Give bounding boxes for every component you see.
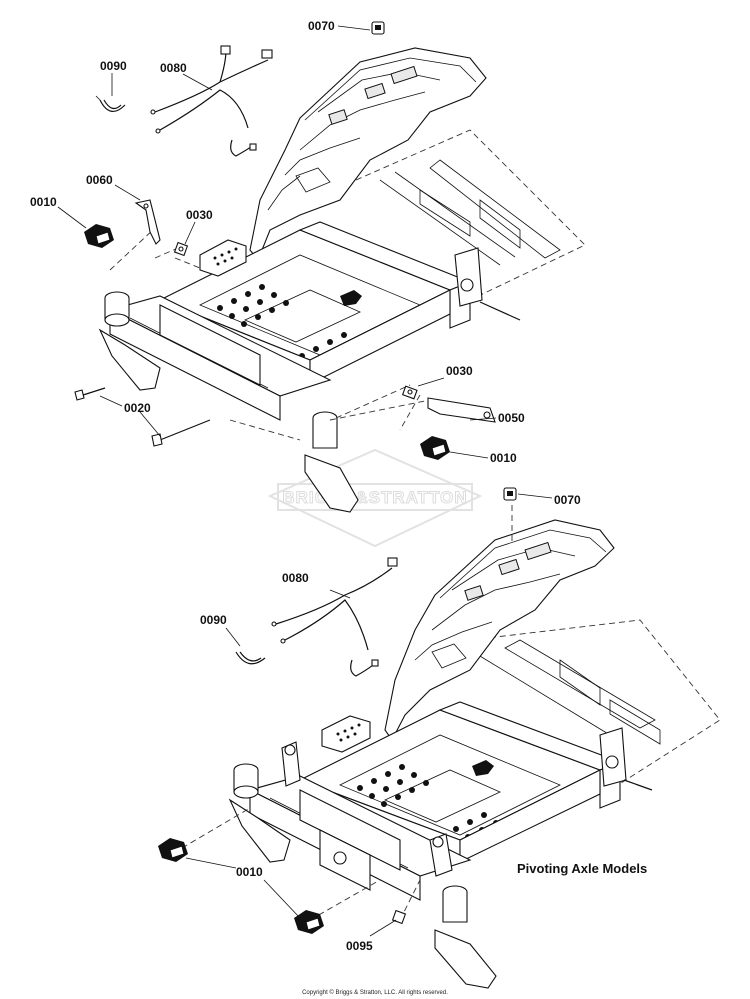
bolt-0020-a xyxy=(74,387,106,401)
bottom-leaders xyxy=(185,493,553,937)
callout-0010-top-right: 0010 xyxy=(490,451,517,465)
nut-0095 xyxy=(391,909,407,925)
top-assembly xyxy=(98,47,586,513)
callout-0090-top: 0090 xyxy=(100,59,127,73)
front-post-left-top xyxy=(98,291,161,391)
headlight-0010-top-right xyxy=(420,436,450,460)
top-callout-labels: 0070 0090 0080 0060 0010 0030 0030 0050 … xyxy=(30,19,525,465)
light-bracket-0060 xyxy=(134,199,161,245)
light-bracket-0050 xyxy=(427,397,496,423)
callout-0080-bottom: 0080 xyxy=(282,571,309,585)
bottom-assembly xyxy=(181,505,721,989)
callout-0050: 0050 xyxy=(498,411,525,425)
headlight-0010-bottom-left xyxy=(158,838,188,862)
bottom-callout-labels: 0070 0080 0090 0010 0095 xyxy=(200,493,581,953)
top-leaders xyxy=(57,25,497,459)
callout-0070-top: 0070 xyxy=(308,19,335,33)
bolt-0020-b xyxy=(151,419,211,447)
top-parts xyxy=(74,21,496,460)
control-module xyxy=(199,239,247,277)
headlight-0010-bottom-right xyxy=(294,910,324,934)
cable-clip-0090-bottom xyxy=(235,651,266,665)
callout-0060: 0060 xyxy=(86,173,113,187)
callout-0010-bottom: 0010 xyxy=(236,865,263,879)
safety-switch-0070-top xyxy=(371,21,385,35)
callout-0010-top-left: 0010 xyxy=(30,195,57,209)
callout-0020: 0020 xyxy=(124,401,151,415)
nut-0030-top-right xyxy=(401,385,418,400)
copyright-notice: Copyright © Briggs & Stratton, LLC. All … xyxy=(302,989,448,996)
wire-harness-0080-bottom xyxy=(271,557,398,677)
watermark-text: BRIGGS&STRATTON xyxy=(282,488,467,507)
callout-0095: 0095 xyxy=(346,939,373,953)
safety-switch-0070-bottom xyxy=(503,487,517,501)
headlight-0010-top-left xyxy=(84,224,114,248)
callout-0090-bottom: 0090 xyxy=(200,613,227,627)
diagram-caption: Pivoting Axle Models xyxy=(517,861,647,876)
callout-0080-top: 0080 xyxy=(160,61,187,75)
front-post-left-bottom xyxy=(228,763,291,863)
front-post-right-bottom xyxy=(434,885,497,989)
callout-0070-bottom: 0070 xyxy=(554,493,581,507)
bottom-parts xyxy=(158,487,517,934)
cable-clip-0090-top xyxy=(95,95,126,112)
brand-watermark: BRIGGS&STRATTON xyxy=(267,448,483,548)
wire-harness-0080-top xyxy=(150,45,273,157)
callout-0030-top-left: 0030 xyxy=(186,208,213,222)
nut-0030-top-left xyxy=(173,241,189,257)
callout-0030-top-right: 0030 xyxy=(446,364,473,378)
front-post-right-top xyxy=(304,411,359,513)
